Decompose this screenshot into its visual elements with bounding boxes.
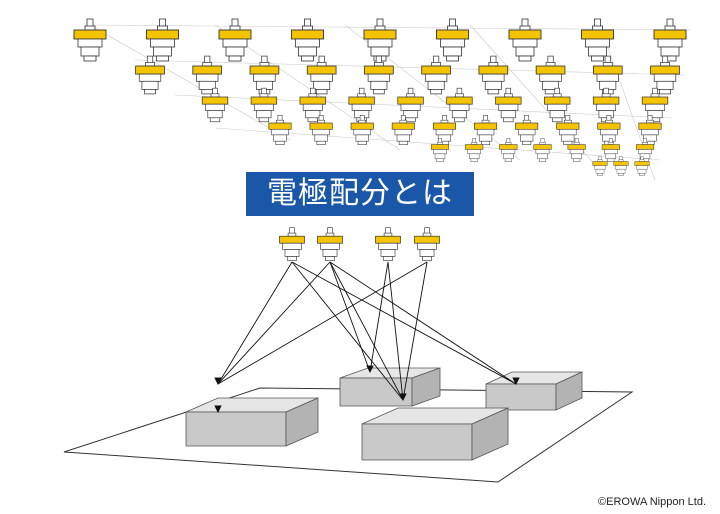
electrode-icon (268, 114, 292, 146)
electrode-icon (535, 55, 566, 95)
workpiece-block (185, 397, 319, 447)
workpiece-block (485, 371, 583, 411)
bottom-electrodes (279, 227, 440, 261)
electrode-icon (478, 55, 509, 95)
electrode-icon (499, 138, 518, 162)
electrode-icon (250, 87, 278, 123)
electrode-icon (465, 138, 484, 162)
electrode-icon (495, 87, 522, 123)
connection-line (402, 261, 428, 401)
workpiece-block (361, 407, 509, 461)
connection-line (217, 261, 293, 385)
page-title: 電極配分とは (267, 176, 453, 211)
electrode-icon (317, 227, 343, 261)
connection-line (369, 261, 389, 373)
connection-line (329, 261, 404, 401)
connection-line (291, 261, 404, 401)
target-marker (512, 377, 520, 386)
target-marker (214, 377, 222, 386)
electrode-icon (533, 138, 552, 162)
title-banner: 電極配分とは (246, 172, 474, 216)
electrode-icon (613, 156, 629, 176)
electrode-icon (414, 227, 440, 261)
electrode-icon (592, 156, 608, 176)
electrode-icon (446, 87, 473, 123)
connection-lines (214, 261, 520, 414)
electrode-icon (291, 18, 324, 62)
connection-line (329, 261, 517, 385)
electrode-icon (218, 18, 252, 62)
electrode-icon (363, 18, 397, 62)
workpiece-block (339, 367, 441, 407)
connection-line (291, 261, 517, 385)
target-marker (366, 365, 374, 374)
electrode-icon (421, 55, 451, 95)
electrode-icon (436, 18, 469, 62)
connection-line (217, 261, 331, 385)
electrode-icon (653, 18, 687, 62)
connection-line (387, 261, 404, 401)
electrode-icon (508, 18, 542, 62)
electrode-icon (515, 114, 539, 146)
connection-line (329, 261, 371, 373)
electrode-icon (135, 55, 165, 95)
electrode-icon (350, 114, 374, 146)
electrode-icon (364, 55, 394, 95)
electrode-icon (279, 227, 305, 261)
target-marker (399, 393, 407, 402)
connection-line (217, 261, 428, 385)
electrode-array (73, 18, 687, 176)
copyright-notice: ©EROWA Nippon Ltd. (598, 496, 706, 508)
electrode-icon (375, 227, 401, 261)
electrode-icon (474, 114, 498, 146)
target-marker (214, 405, 222, 414)
electrode-icon (581, 18, 614, 62)
electrode-icon (432, 114, 456, 146)
electrode-icon (592, 87, 620, 123)
